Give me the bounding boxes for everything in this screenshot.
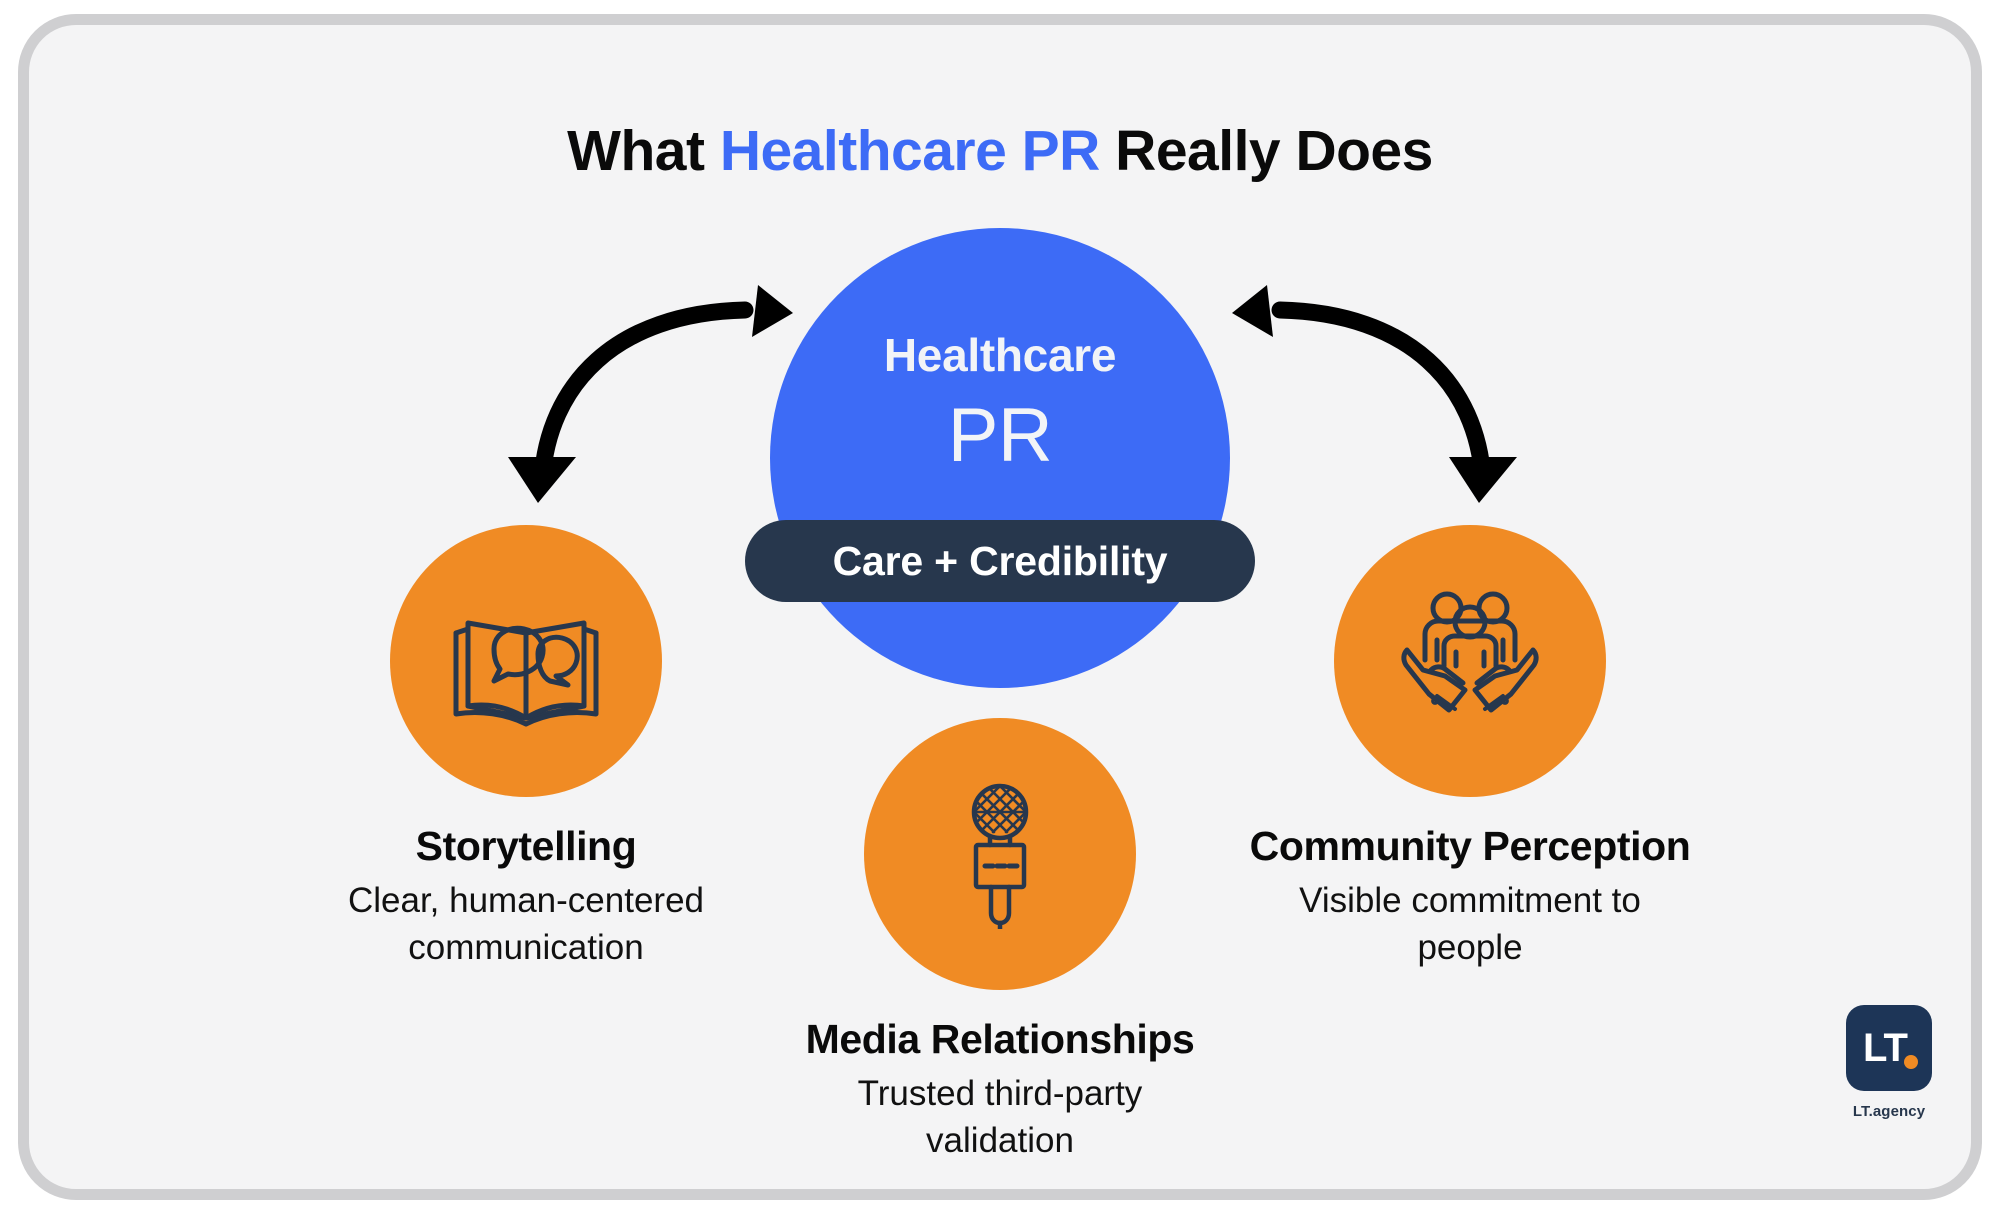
press-microphone-icon [971, 783, 1029, 929]
title-part-1: What [567, 119, 720, 183]
node-icon-circle [390, 525, 662, 797]
title-part-2: Really Does [1099, 119, 1433, 183]
node-description: Trusted third-party validation [857, 1074, 1143, 1160]
logo-dot-icon [1904, 1055, 1918, 1069]
node-icon-circle [864, 718, 1136, 990]
logo-mark: LT [1863, 1025, 1908, 1070]
node-title: Media Relationships [805, 1016, 1195, 1062]
status-badge: Care + Credibility [745, 520, 1255, 602]
node-description: Visible commitment to people [1299, 881, 1641, 967]
open-book-speech-bubbles-icon [453, 620, 599, 727]
node-storytelling: Storytelling Clear, human-centered commu… [316, 525, 736, 971]
logo-tile: LT [1846, 1005, 1932, 1091]
page-title: What Healthcare PR Really Does [0, 118, 2000, 184]
node-title: Storytelling [415, 823, 637, 869]
hands-holding-people-icon [1401, 591, 1539, 713]
node-icon-circle [1334, 525, 1606, 797]
node-community-perception: Community Perception Visible commitment … [1250, 525, 1691, 971]
node-media-relationships: Media Relationships Trusted third-party … [790, 718, 1210, 1164]
node-title: Community Perception [1249, 823, 1691, 869]
hub-circle [770, 228, 1230, 688]
logo-caption: LT.agency [1852, 1103, 1926, 1120]
title-accent: Healthcare PR [719, 119, 1101, 183]
brand-logo: LT LT.agency [1830, 1005, 1948, 1120]
node-description: Clear, human-centered communication [347, 881, 705, 967]
